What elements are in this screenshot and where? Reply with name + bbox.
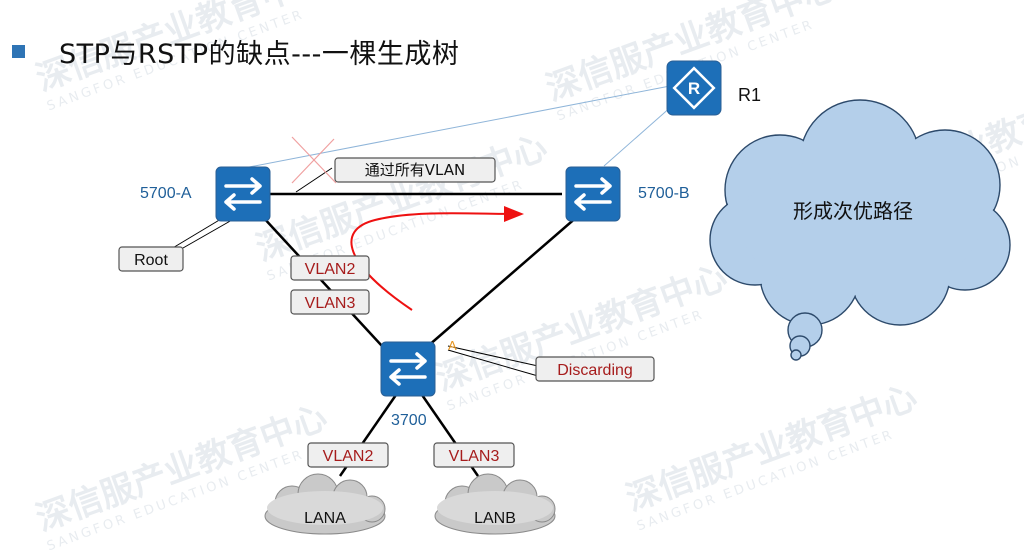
- suboptimal-path-arrow: [350, 205, 524, 311]
- switch-5700-b-label: 5700-B: [638, 185, 690, 202]
- switch-5700-b-icon[interactable]: [564, 165, 622, 223]
- callout-discarding: [447, 345, 539, 367]
- blocked-cross: [291, 136, 337, 184]
- vlan-tag-label: VLAN3: [305, 295, 356, 312]
- router-symbol: R: [688, 79, 700, 98]
- page-title: STP与RSTP的缺点---一棵生成树: [59, 39, 460, 70]
- trunk-label: 通过所有VLAN: [365, 161, 465, 179]
- vlan-tag-label: VLAN2: [305, 261, 356, 278]
- lan-a-cloud[interactable]: LANA: [264, 473, 386, 535]
- lan-b-cloud[interactable]: LANB: [434, 473, 556, 535]
- port-marker-a: A: [448, 338, 457, 353]
- callout-root: [175, 219, 233, 253]
- switch-5700-a-label: 5700-A: [140, 185, 192, 202]
- vlan-tag-label: VLAN3: [449, 448, 500, 465]
- vlan-tag-label: VLAN2: [323, 448, 374, 465]
- callout-trunk: [295, 167, 333, 193]
- root-label: Root: [134, 252, 168, 269]
- vlan-tag-box: VLAN3: [433, 442, 515, 468]
- title-row: STP与RSTP的缺点---一棵生成树: [12, 32, 459, 71]
- switch-5700-a-icon[interactable]: [214, 165, 272, 223]
- router-r1-icon[interactable]: R: [666, 60, 722, 116]
- thought-text: 形成次优路径: [793, 199, 913, 223]
- lan-a-label: LANA: [304, 510, 346, 527]
- trunk-label-box: 通过所有VLAN: [334, 157, 496, 183]
- lan-b-label: LANB: [474, 510, 516, 527]
- link-a-3700: [261, 215, 383, 347]
- link-b-3700: [427, 215, 579, 347]
- discarding-label: Discarding: [557, 362, 633, 379]
- link-r1-b: [603, 105, 673, 167]
- switch-3700-label: 3700: [391, 412, 427, 429]
- discarding-label-box: Discarding: [535, 356, 655, 382]
- thought-cloud: 形成次优路径: [709, 99, 1011, 361]
- vlan-tag-box: VLAN3: [290, 289, 370, 315]
- link-r1-a: [243, 85, 671, 169]
- vlan-tag-box: VLAN2: [290, 255, 370, 281]
- callout-root: [165, 215, 227, 253]
- vlan-tag-box: VLAN2: [307, 442, 389, 468]
- root-label-box: Root: [118, 246, 184, 272]
- router-r1-label: R1: [738, 85, 761, 105]
- callout-discarding: [447, 349, 539, 377]
- switch-3700-icon[interactable]: [379, 340, 437, 398]
- title-bullet: [12, 45, 25, 58]
